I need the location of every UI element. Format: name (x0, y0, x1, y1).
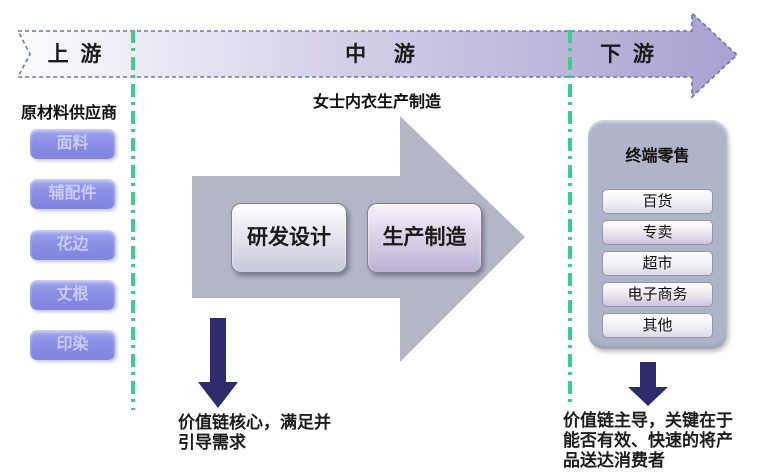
down-arrow-icon-midstream (198, 318, 238, 408)
downstream-note-line: 品送达消费者 (563, 451, 665, 470)
channel-supermarket: 超市 (602, 251, 713, 276)
banner-arrow-shape (16, 11, 739, 99)
downstream-note-line: 价值链主导，关键在于 (563, 411, 733, 430)
channel-specialty-store: 专卖 (602, 220, 713, 245)
segment-label-midstream: 中 游 (345, 43, 415, 66)
supply-item-lace: 花边 (30, 230, 115, 260)
supply-item-printing: 印染 (30, 330, 115, 360)
down-arrow-icon-downstream (628, 362, 668, 406)
segment-label-upstream: 上 游 (47, 43, 102, 66)
supply-item-fabric: 面料 (30, 129, 115, 159)
supply-item-accessories: 辅配件 (30, 179, 115, 209)
stage-rd-design: 研发设计 (231, 203, 347, 273)
retail-channel-list: 百货 专卖 超市 电子商务 其他 (602, 189, 713, 344)
channel-department-store: 百货 (602, 189, 713, 214)
chain-direction-arrow (16, 11, 739, 99)
midstream-title: 女士内衣生产制造 (312, 94, 441, 111)
divider-midstream-downstream (568, 30, 572, 405)
midstream-note: 价值链核心，满足并 引导需求 (178, 413, 358, 453)
segment-label-downstream: 下 游 (600, 43, 654, 66)
channel-other: 其他 (602, 313, 713, 338)
production-arrow-shape (192, 116, 525, 362)
production-flow-arrow (192, 116, 525, 362)
retail-panel: 终端零售 百货 专卖 超市 电子商务 其他 (588, 120, 727, 349)
midstream-note-line: 引导需求 (178, 433, 246, 452)
retail-panel-title: 终端零售 (625, 148, 690, 165)
divider-upstream-midstream (131, 30, 135, 410)
midstream-note-line: 价值链核心，满足并 (178, 413, 331, 432)
channel-ecommerce: 电子商务 (602, 282, 713, 307)
downstream-note: 价值链主导，关键在于 能否有效、快速的将产 品送达消费者 (563, 411, 768, 471)
downstream-note-line: 能否有效、快速的将产 (563, 431, 733, 450)
supply-item-elastic: 丈根 (30, 280, 115, 310)
stage-manufacturing: 生产制造 (367, 203, 482, 273)
upstream-header: 原材料供应商 (21, 105, 118, 122)
